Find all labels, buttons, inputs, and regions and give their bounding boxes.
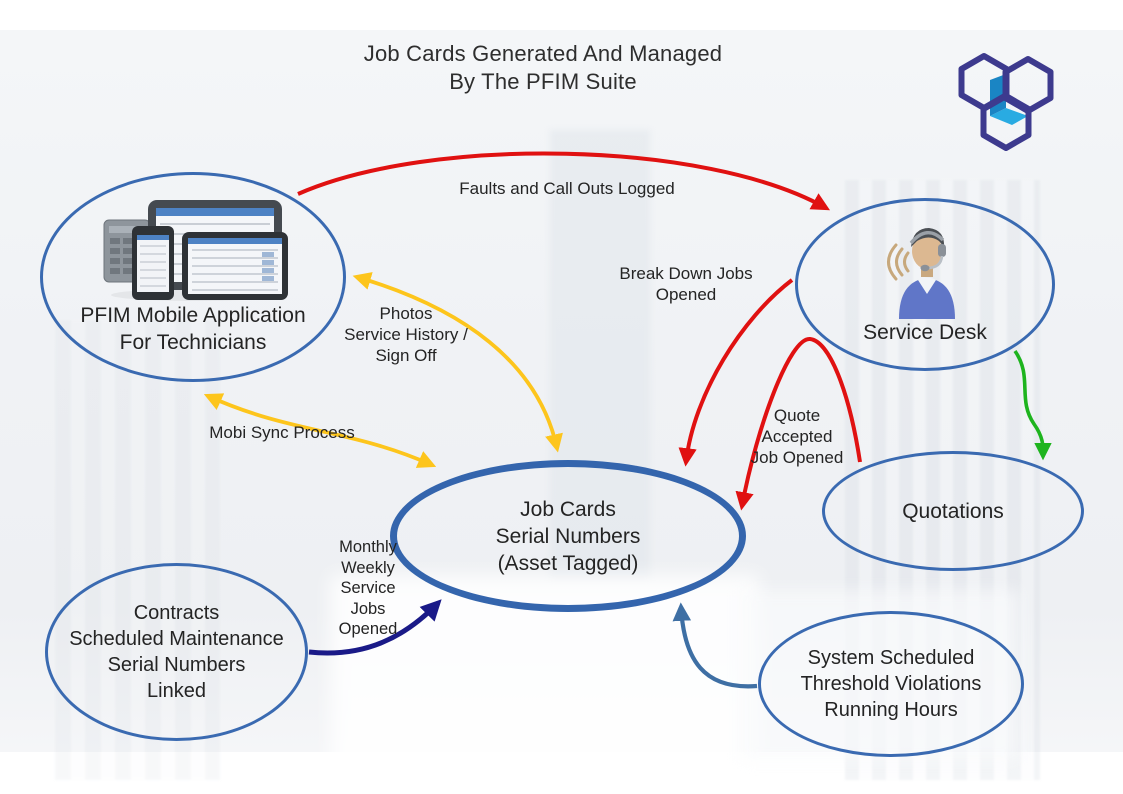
edge-label-faults: Faults and Call Outs Logged xyxy=(459,179,675,198)
edge-quotation-link-arrow xyxy=(1013,349,1052,461)
hexagon-cluster-logo xyxy=(946,50,1066,173)
node-pfim-mobile-application: PFIM Mobile Application For Technicians xyxy=(40,172,346,382)
edge-label-mobisync: Mobi Sync Process xyxy=(209,423,355,442)
support-agent-image xyxy=(887,228,955,319)
mobile-devices-image xyxy=(103,200,288,301)
node-contracts-label: Contracts Scheduled Maintenance Serial N… xyxy=(69,602,284,702)
node-service-desk: Service Desk xyxy=(795,198,1055,371)
node-quotations: Quotations xyxy=(822,451,1084,571)
node-system-scheduled: System Scheduled Threshold Violations Ru… xyxy=(758,611,1024,757)
edge-label-photos: Photos Service History / Sign Off xyxy=(344,304,468,365)
hexagon-cluster-logo-svg xyxy=(958,53,1054,151)
node-system-scheduled-label: System Scheduled Threshold Violations Ru… xyxy=(800,647,982,721)
edge-photos-arrow xyxy=(352,272,563,453)
edge-faults-arrow xyxy=(297,151,831,211)
edge-label-breakdown: Break Down Jobs Opened xyxy=(619,264,753,304)
edge-mobisync-arrow xyxy=(203,393,437,468)
node-quotations-label: Quotations xyxy=(902,499,1004,523)
edge-system-link-arrow xyxy=(672,602,758,689)
node-job-cards-label: Job Cards Serial Numbers (Asset Tagged) xyxy=(495,497,641,575)
node-service-desk-label: Service Desk xyxy=(863,321,987,344)
edge-quote-arrow xyxy=(735,337,862,511)
node-pfim-mobile-label: PFIM Mobile Application For Technicians xyxy=(80,304,306,354)
node-job-cards: Job Cards Serial Numbers (Asset Tagged) xyxy=(390,460,746,612)
edge-label-monthly: Monthly Weekly Service Jobs Opened xyxy=(338,538,398,638)
node-contracts: Contracts Scheduled Maintenance Serial N… xyxy=(45,563,308,741)
edge-breakdown-arrow xyxy=(678,278,794,467)
page-title: Job Cards Generated And Managed By The P… xyxy=(363,41,723,94)
edge-label-quote: Quote Accepted Job Opened xyxy=(750,406,844,467)
edge-monthly-arrow xyxy=(308,599,442,656)
